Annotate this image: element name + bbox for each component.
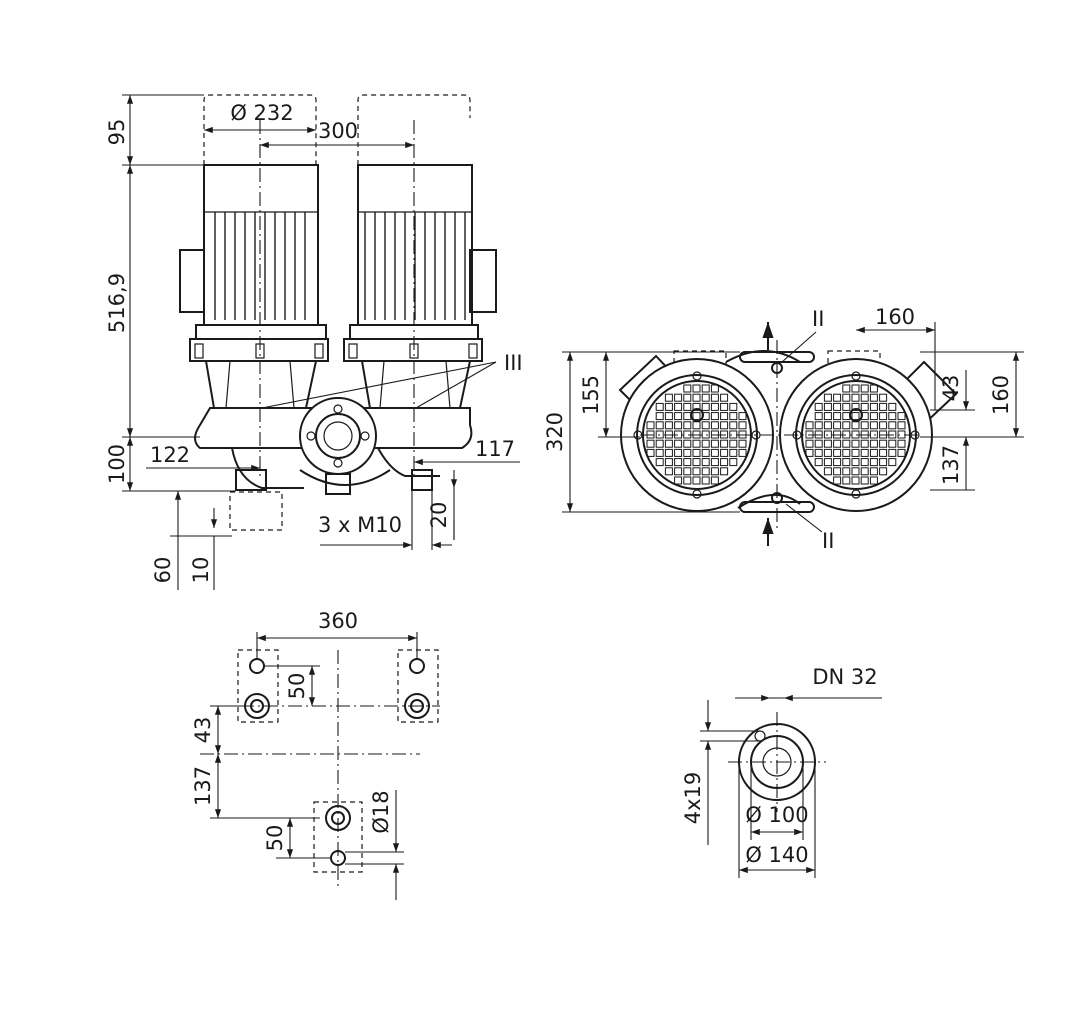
- dim-160-right: 160: [989, 375, 1013, 415]
- dim-50-top: 50: [285, 673, 309, 700]
- dim-160-top: 160: [875, 305, 915, 329]
- dim-117: 117: [475, 437, 515, 461]
- dim-137-top: 137: [939, 445, 963, 485]
- dim-dn32: DN 32: [812, 665, 877, 689]
- dim-hole-18: Ø18: [369, 790, 393, 833]
- dim-100: 100: [105, 444, 129, 484]
- dim-95: 95: [105, 119, 129, 146]
- label-III: III: [504, 351, 523, 375]
- label-II-top: II: [812, 307, 824, 331]
- dim-10: 10: [189, 557, 213, 584]
- dim-360: 360: [318, 609, 358, 633]
- dim-155: 155: [579, 375, 603, 415]
- dim-60: 60: [151, 557, 175, 584]
- front-view: 95 516,9 100 Ø 232 300 122 117 20 3 x M1…: [105, 94, 523, 590]
- flange-detail: DN 32 4x19 Ø 100 Ø 140: [681, 665, 882, 878]
- top-view: II II 320 155 160 160 43 137: [543, 305, 1024, 553]
- dim-122: 122: [150, 443, 190, 467]
- dim-diameter-100: Ø 100: [745, 803, 808, 827]
- foot-plan: 360 50 43 137 50 Ø18: [191, 609, 440, 900]
- label-II-bottom: II: [822, 529, 834, 553]
- dim-43-plan: 43: [191, 717, 215, 744]
- dim-516-9: 516,9: [105, 273, 129, 333]
- dim-diameter-232: Ø 232: [230, 101, 293, 125]
- dim-300: 300: [318, 119, 358, 143]
- dim-50-bottom: 50: [263, 825, 287, 852]
- dim-diameter-140: Ø 140: [745, 843, 808, 867]
- dim-20: 20: [427, 502, 451, 529]
- dim-3xM10: 3 x M10: [318, 513, 402, 537]
- dim-320: 320: [543, 412, 567, 452]
- dim-4x19: 4x19: [681, 772, 705, 825]
- right-motor: [343, 164, 497, 409]
- pump-housing: [194, 397, 473, 531]
- dim-43-top: 43: [939, 375, 963, 402]
- lantern-bolts: [194, 343, 478, 359]
- left-motor: [179, 164, 329, 409]
- dim-137-plan: 137: [191, 766, 215, 806]
